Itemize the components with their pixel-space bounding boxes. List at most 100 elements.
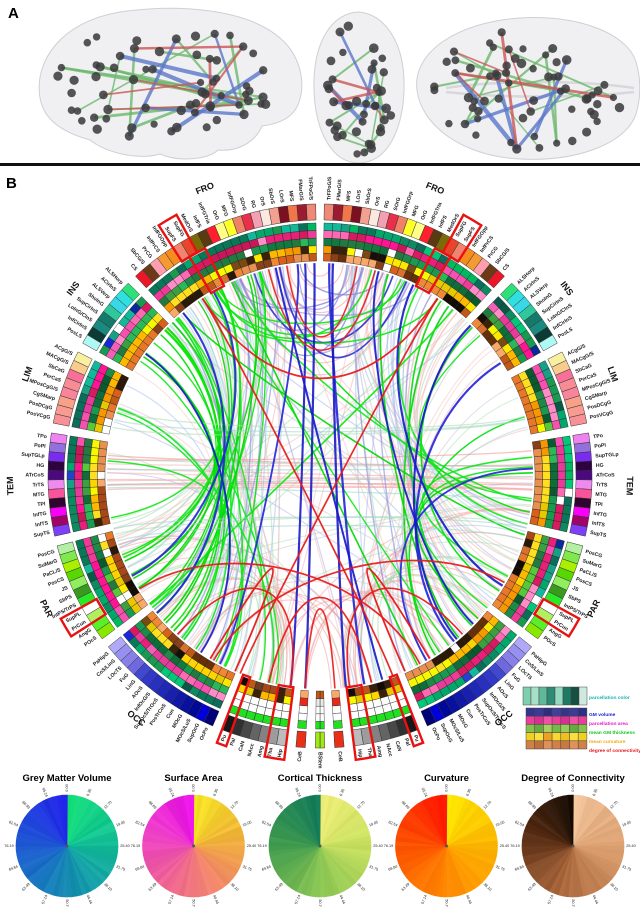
svg-text:FuG: FuG [510, 672, 522, 684]
svg-text:MFS: MFS [346, 190, 353, 202]
svg-text:GM volume: GM volume [589, 712, 616, 718]
svg-text:FMarG/S: FMarG/S [336, 179, 343, 201]
svg-text:12.70: 12.70 [356, 800, 366, 810]
svg-text:CaN: CaN [238, 740, 247, 752]
svg-text:0.00: 0.00 [571, 784, 575, 791]
svg-text:PosCG: PosCG [37, 549, 55, 560]
svg-text:63.49: 63.49 [148, 882, 158, 892]
svg-text:44.44: 44.44 [592, 894, 599, 904]
svg-text:76.19: 76.19 [4, 844, 14, 848]
svg-text:44.44: 44.44 [465, 894, 472, 904]
svg-text:Pu: Pu [412, 734, 420, 742]
svg-text:OrG: OrG [420, 209, 429, 221]
svg-text:OrG: OrG [211, 209, 220, 221]
svg-text:InfTG: InfTG [33, 511, 47, 519]
svg-text:SupTGLp: SupTGLp [595, 452, 619, 460]
svg-text:0.00: 0.00 [318, 784, 322, 791]
svg-text:69.84: 69.84 [261, 865, 271, 872]
svg-text:0.00: 0.00 [65, 784, 69, 791]
svg-text:SbOrS: SbOrS [267, 188, 276, 205]
svg-text:57.14: 57.14 [547, 894, 554, 904]
svg-text:OcPo: OcPo [430, 727, 441, 742]
svg-text:63.49: 63.49 [401, 882, 411, 892]
svg-text:OcPo: OcPo [199, 727, 210, 742]
svg-text:12.70: 12.70 [230, 800, 240, 810]
svg-text:Cun: Cun [464, 708, 474, 720]
svg-text:95.24: 95.24 [41, 787, 48, 797]
svg-text:SbPS: SbPS [58, 594, 73, 606]
svg-text:44.44: 44.44 [339, 894, 346, 904]
svg-text:Amg: Amg [375, 745, 383, 758]
svg-text:31.75: 31.75 [621, 865, 631, 872]
svg-text:CS: CS [129, 263, 139, 273]
svg-text:parcellation area: parcellation area [589, 721, 628, 727]
svg-text:LOrS: LOrS [355, 189, 363, 203]
svg-text:RG: RG [383, 200, 391, 209]
svg-text:19.05: 19.05 [115, 820, 125, 827]
svg-text:B: B [6, 175, 17, 192]
svg-text:44.44: 44.44 [86, 894, 93, 904]
svg-text:63.49: 63.49 [21, 882, 31, 892]
svg-text:FuG: FuG [119, 672, 131, 684]
svg-text:CeB: CeB [336, 751, 343, 762]
svg-text:38.10: 38.10 [356, 882, 366, 892]
svg-text:6.35: 6.35 [86, 788, 93, 796]
svg-text:TPo: TPo [593, 433, 604, 440]
svg-text:31.75: 31.75 [115, 865, 125, 872]
svg-text:69.84: 69.84 [8, 865, 18, 872]
svg-text:Pu: Pu [220, 734, 228, 742]
svg-text:HG: HG [596, 463, 604, 469]
svg-text:A: A [8, 5, 19, 22]
svg-text:76.19: 76.19 [257, 844, 267, 848]
svg-text:PosCG: PosCG [585, 549, 603, 560]
svg-text:SbOrS: SbOrS [365, 187, 374, 204]
svg-text:38.10: 38.10 [483, 882, 493, 892]
svg-text:6.35: 6.35 [339, 788, 346, 796]
svg-text:31.75: 31.75 [368, 865, 378, 872]
svg-text:82.54: 82.54 [8, 820, 18, 827]
svg-text:CS: CS [502, 262, 512, 272]
svg-text:0.00: 0.00 [192, 784, 196, 791]
svg-text:SbPS: SbPS [567, 594, 582, 606]
svg-text:50.79: 50.79 [65, 899, 69, 907]
svg-text:63.49: 63.49 [527, 882, 537, 892]
svg-text:82.54: 82.54 [514, 820, 524, 827]
svg-text:CaN: CaN [394, 740, 403, 752]
svg-text:76.19: 76.19 [131, 844, 141, 848]
svg-text:19.05: 19.05 [495, 820, 505, 827]
svg-text:TrTS: TrTS [32, 482, 44, 488]
svg-text:degree of connectivity: degree of connectivity [589, 748, 640, 754]
svg-text:57.14: 57.14 [294, 894, 301, 904]
svg-text:MFG: MFG [219, 205, 229, 218]
svg-text:88.89: 88.89 [274, 800, 284, 810]
svg-text:31.75: 31.75 [495, 865, 505, 872]
svg-text:82.54: 82.54 [388, 820, 398, 827]
svg-text:RG: RG [249, 200, 257, 209]
svg-text:Pal: Pal [403, 737, 411, 747]
svg-text:LIM: LIM [20, 365, 35, 383]
svg-text:InfTS: InfTS [591, 520, 605, 528]
svg-text:OrS: OrS [374, 196, 382, 207]
svg-text:25.40: 25.40 [373, 844, 383, 848]
svg-text:Hip: Hip [356, 749, 363, 758]
svg-text:6.35: 6.35 [592, 788, 599, 796]
svg-text:Cortical Thickness: Cortical Thickness [278, 773, 362, 784]
svg-text:88.89: 88.89 [21, 800, 31, 810]
svg-text:PoPl: PoPl [34, 443, 47, 450]
svg-text:HG: HG [36, 463, 44, 469]
svg-text:63.49: 63.49 [274, 882, 284, 892]
svg-text:SupTS: SupTS [33, 530, 51, 539]
svg-text:69.84: 69.84 [135, 865, 145, 872]
svg-text:19.05: 19.05 [368, 820, 378, 827]
svg-text:95.24: 95.24 [421, 787, 428, 797]
svg-text:Pal: Pal [229, 737, 237, 747]
svg-text:InfFS: InfFS [191, 215, 202, 230]
svg-text:BStem: BStem [317, 752, 323, 769]
svg-text:NAcc: NAcc [247, 743, 256, 757]
svg-text:TPl: TPl [594, 501, 603, 508]
svg-text:Cun: Cun [165, 708, 175, 720]
svg-text:Tha: Tha [365, 747, 373, 757]
svg-text:SupTS: SupTS [590, 530, 608, 539]
svg-text:LOrS: LOrS [277, 190, 285, 204]
svg-text:SOrG: SOrG [393, 197, 402, 212]
